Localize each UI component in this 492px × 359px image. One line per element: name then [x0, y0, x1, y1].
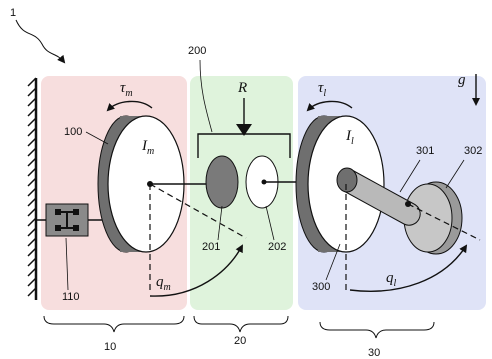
label-panel-10: 10 — [104, 341, 116, 353]
brace-10 — [43, 315, 185, 333]
q-m-rotated — [149, 183, 247, 239]
symbol-tau-l: τl — [318, 80, 326, 99]
leader-roller-right — [265, 205, 275, 241]
link-disk-300 — [295, 115, 385, 253]
leader-transmission — [199, 59, 213, 133]
symbol-R: R — [237, 80, 247, 96]
symbol-tau-m: τm — [120, 80, 133, 99]
label-brake: 110 — [62, 291, 80, 303]
label-arm: 301 — [416, 145, 434, 157]
label-load: 302 — [464, 145, 482, 157]
q-m-arrow — [149, 244, 243, 297]
tau-l-arrow — [306, 100, 353, 112]
leader-load — [445, 159, 465, 189]
label-ref-system: 1 — [10, 7, 16, 19]
brace-30 — [319, 321, 435, 339]
leader-arm — [399, 159, 421, 193]
label-panel-30: 30 — [368, 347, 380, 359]
transmission-200 — [197, 98, 291, 209]
label-roller-right: 202 — [268, 241, 286, 253]
ground-wall — [27, 77, 38, 300]
label-motor-disk: 100 — [64, 126, 82, 138]
leader-roller-left — [217, 205, 223, 241]
symbol-I-l: Il — [345, 128, 354, 147]
symbol-q-l: ql — [386, 270, 397, 289]
q-l-arrow — [349, 244, 468, 292]
brake-110 — [36, 203, 104, 237]
motor-disk-100 — [97, 115, 185, 253]
q-l-rotated — [407, 203, 481, 241]
label-roller-left: 201 — [202, 241, 220, 253]
leader-link-disk — [325, 243, 341, 281]
arm-301 — [336, 167, 421, 226]
brace-20 — [193, 315, 289, 333]
leader-motor-disk — [85, 131, 109, 145]
label-transmission: 200 — [188, 45, 206, 57]
symbol-q-m: qm — [156, 274, 171, 293]
label-link-disk: 300 — [312, 281, 330, 293]
leader-brake — [65, 237, 69, 291]
tau-m-arrow — [106, 100, 153, 112]
label-panel-20: 20 — [234, 335, 246, 347]
panel-20 — [190, 76, 293, 310]
symbol-g: g — [458, 72, 466, 88]
symbol-I-m: Im — [141, 138, 154, 157]
ref-system-leader — [15, 19, 66, 64]
